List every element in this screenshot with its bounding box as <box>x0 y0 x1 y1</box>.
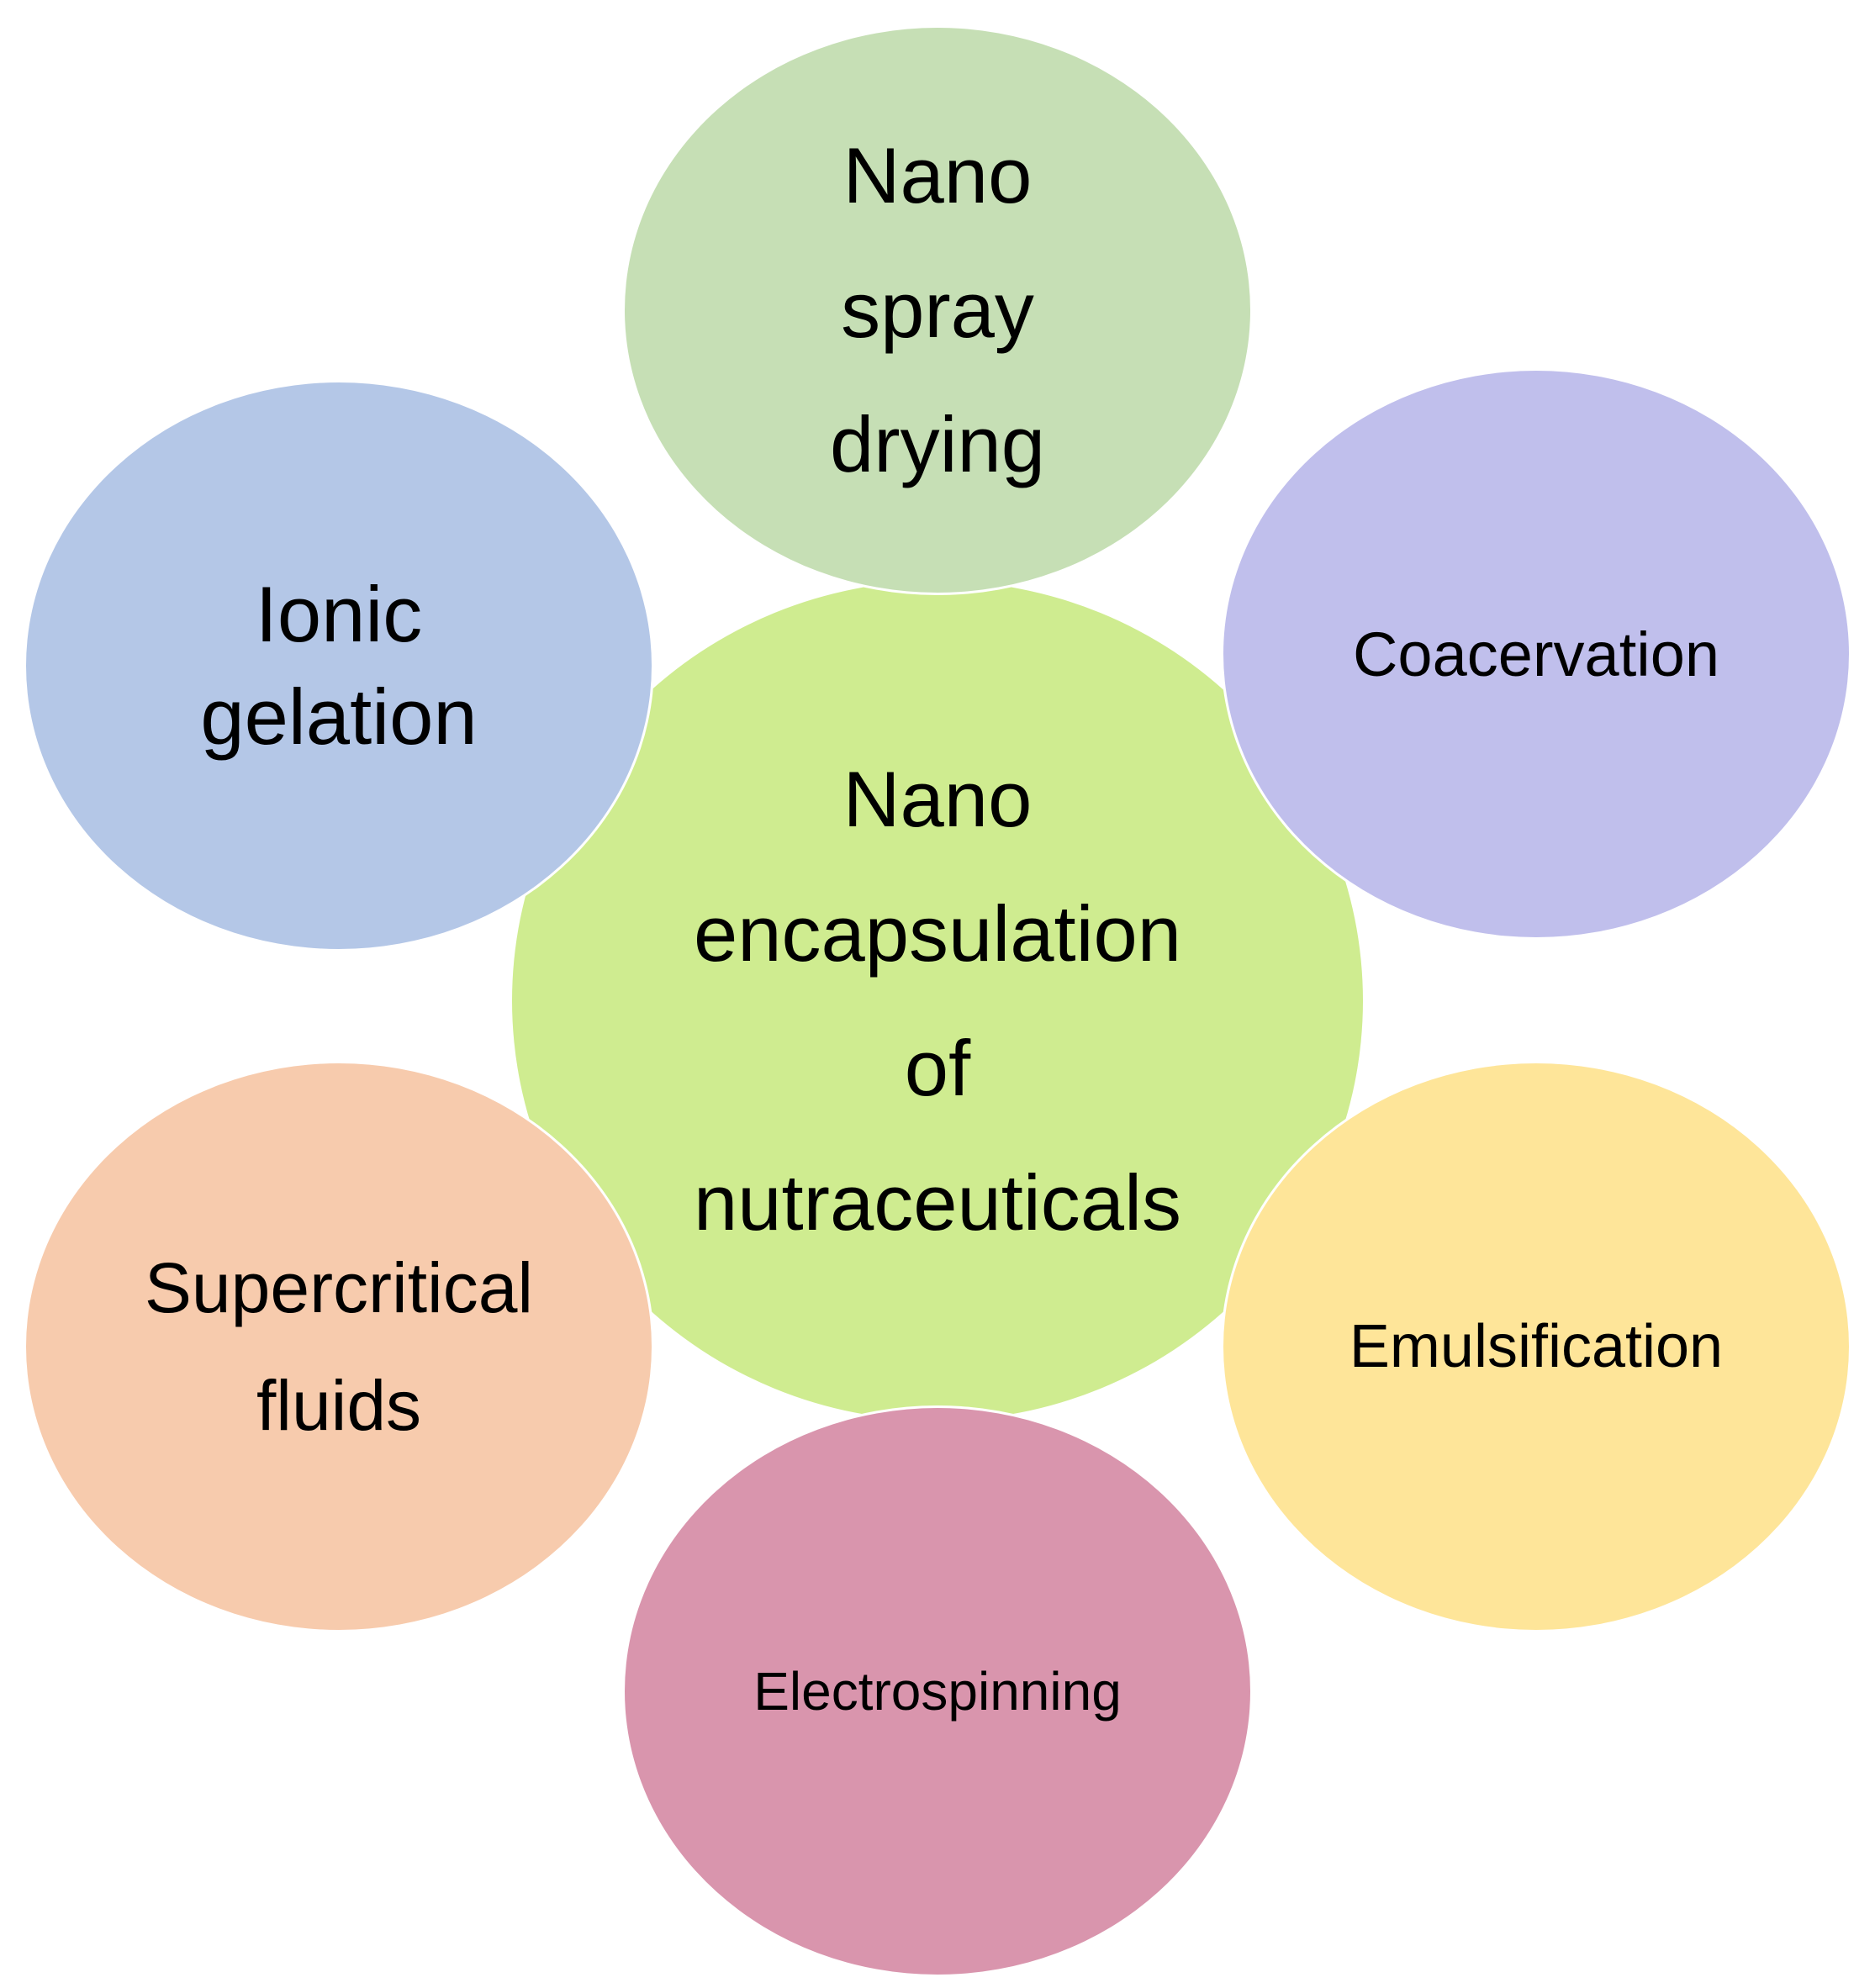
node-label-line: drying <box>829 400 1046 488</box>
node-electrospinning: Electrospinning <box>622 1405 1253 1977</box>
center-node-nano-encapsulation: Nano encapsulation of nutraceuticals <box>510 578 1365 1423</box>
center-label-line-4: nutraceuticals <box>694 1157 1181 1247</box>
node-coacervation: Coacervation <box>1221 368 1851 940</box>
node-label-line: Emulsification <box>1349 1313 1724 1380</box>
node-nano-spray-drying: Nano spray drying <box>622 25 1253 595</box>
node-label-line: Electrospinning <box>753 1661 1122 1722</box>
node-label-line: gelation <box>200 672 478 761</box>
node-label-line: Nano <box>842 131 1033 219</box>
node-label-line: Ionic <box>255 570 423 658</box>
node-label-line: spray <box>841 266 1034 354</box>
node-ionic-gelation: Ionic gelation <box>24 380 654 952</box>
node-label-line: Coacervation <box>1352 619 1719 689</box>
center-label-line-3: of <box>904 1023 971 1112</box>
center-label-line-2: encapsulation <box>693 889 1182 978</box>
node-emulsification: Emulsification <box>1221 1061 1851 1632</box>
node-supercritical-fluids: Supercritical fluids <box>24 1061 654 1632</box>
node-label-line: fluids <box>256 1366 422 1445</box>
node-label-line: Supercritical <box>144 1248 534 1327</box>
center-label-line-1: Nano <box>842 754 1033 843</box>
